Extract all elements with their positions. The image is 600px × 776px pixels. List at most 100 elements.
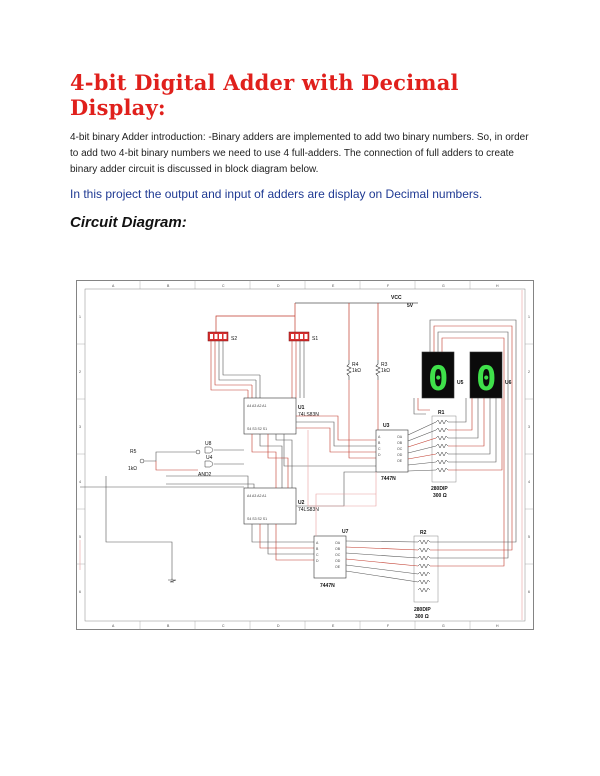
adder-wires bbox=[80, 380, 379, 578]
border-col-e: E bbox=[332, 284, 335, 288]
resistor-r4-value: 1kΩ bbox=[352, 368, 361, 374]
adder-u2-part: 74LS83N bbox=[298, 507, 319, 513]
digit-right: 0 bbox=[476, 359, 496, 399]
resistor-r3: R3 1kΩ bbox=[375, 360, 390, 380]
resistor-network-r2: R2 280DIP 300 Ω bbox=[413, 530, 439, 620]
display-u5-label: U5 bbox=[457, 380, 464, 386]
border-col-h: H bbox=[496, 284, 499, 288]
input-resistor-value: 1kΩ bbox=[128, 466, 137, 472]
circuit-diagram: A B C D E F G H A B C D E F G H 1 2 3 4 … bbox=[76, 280, 534, 630]
border-col-g-bottom: G bbox=[442, 624, 445, 628]
border-col-h-bottom: H bbox=[496, 624, 499, 628]
svg-text:OD: OD bbox=[335, 559, 341, 563]
gate-u4-label: U4 bbox=[206, 455, 213, 461]
gate-section: R5 1kΩ U8 AND2 U4 bbox=[128, 441, 244, 583]
svg-text:C: C bbox=[378, 447, 381, 451]
network-r1-value: 300 Ω bbox=[433, 493, 447, 499]
dip-switch-s1: S1 bbox=[288, 331, 318, 342]
border-col-d: D bbox=[277, 284, 280, 288]
svg-text:A: A bbox=[378, 435, 381, 439]
svg-text:S4 S3 S2 S1: S4 S3 S2 S1 bbox=[247, 517, 267, 521]
network-r1-type: 280DIP bbox=[431, 486, 448, 492]
svg-text:D: D bbox=[378, 453, 381, 457]
border-row-6-right: 6 bbox=[528, 590, 530, 594]
svg-text:OD: OD bbox=[397, 453, 403, 457]
svg-text:OA: OA bbox=[397, 435, 403, 439]
border-row-1-right: 1 bbox=[528, 315, 530, 319]
border-col-a-bottom: A bbox=[112, 624, 115, 628]
border-col-d-bottom: D bbox=[277, 624, 280, 628]
border-row-6: 6 bbox=[79, 590, 81, 594]
border-col-b-bottom: B bbox=[167, 624, 170, 628]
display-u6-label: U6 bbox=[505, 380, 512, 386]
seven-segment-u5: 0 U5 bbox=[421, 351, 464, 399]
resistor-r4: R4 1kΩ bbox=[346, 360, 361, 380]
border-col-g: G bbox=[442, 284, 445, 288]
seven-segment-u6: 0 U6 bbox=[469, 351, 512, 399]
adder-u2-label: U2 bbox=[298, 500, 305, 506]
gate-u8-label: U8 bbox=[205, 441, 212, 447]
decoder-u7-label: U7 bbox=[342, 529, 349, 535]
border-col-f: F bbox=[387, 284, 389, 288]
border-col-c: C bbox=[222, 284, 225, 288]
network-r1-label: R1 bbox=[438, 410, 445, 416]
adder-u1-part: 74LS83N bbox=[298, 412, 319, 418]
border-row-2: 2 bbox=[79, 370, 81, 374]
border-row-labels: 1 2 3 4 5 6 1 2 3 4 5 6 bbox=[79, 315, 530, 594]
and-gate-u8 bbox=[204, 446, 214, 454]
border-col-b: B bbox=[167, 284, 170, 288]
gate-u9-part: AND2 bbox=[198, 472, 212, 478]
border-row-3-right: 3 bbox=[528, 425, 530, 429]
border-row-4: 4 bbox=[79, 480, 81, 484]
digit-left: 0 bbox=[428, 359, 448, 399]
resistor-r4-label: R4 bbox=[352, 362, 359, 368]
adder-u2: A4 A3 A2 A1 S4 S3 S2 S1 U2 74LS83N bbox=[243, 487, 319, 525]
input-resistor-label: R5 bbox=[130, 449, 137, 455]
border-row-3: 3 bbox=[79, 425, 81, 429]
svg-text:OA: OA bbox=[335, 541, 341, 545]
decoder-u3-label: U3 bbox=[383, 423, 390, 429]
vcc-voltage-label: 5V bbox=[407, 303, 414, 309]
dip-switch-s2: S2 bbox=[207, 331, 237, 342]
document-title: 4-bit Digital Adder with Decimal Display… bbox=[70, 70, 459, 120]
border-col-f-bottom: F bbox=[387, 624, 389, 628]
network-r2-value: 300 Ω bbox=[415, 614, 429, 620]
border-row-4-right: 4 bbox=[528, 480, 530, 484]
border-col-c-bottom: C bbox=[222, 624, 225, 628]
svg-text:A: A bbox=[316, 541, 319, 545]
svg-text:OB: OB bbox=[397, 441, 403, 445]
decoder-u7-part: 7447N bbox=[320, 583, 335, 589]
svg-text:A4 A3 A2 A1: A4 A3 A2 A1 bbox=[247, 404, 267, 408]
svg-text:OE: OE bbox=[397, 459, 403, 463]
svg-text:B: B bbox=[378, 441, 381, 445]
svg-text:OB: OB bbox=[335, 547, 341, 551]
svg-text:OC: OC bbox=[397, 447, 403, 451]
svg-text:OE: OE bbox=[335, 565, 341, 569]
border-column-labels: A B C D E F G H A B C D E F G H bbox=[112, 284, 499, 628]
border-row-2-right: 2 bbox=[528, 370, 530, 374]
switch-s2-label: S2 bbox=[231, 336, 237, 342]
network-r2-type: 280DIP bbox=[414, 607, 431, 613]
resistor-r3-value: 1kΩ bbox=[381, 368, 390, 374]
svg-text:B: B bbox=[316, 547, 319, 551]
section-heading: Circuit Diagram: bbox=[70, 214, 187, 231]
decoder-u3-part: 7447N bbox=[381, 476, 396, 482]
svg-text:D: D bbox=[316, 559, 319, 563]
border-col-e-bottom: E bbox=[332, 624, 335, 628]
project-description: In this project the output and input of … bbox=[70, 187, 483, 201]
border-row-5-right: 5 bbox=[528, 535, 530, 539]
resistor-r3-label: R3 bbox=[381, 362, 388, 368]
ground-symbol bbox=[168, 578, 177, 583]
svg-text:A4 A3 A2 A1: A4 A3 A2 A1 bbox=[247, 494, 267, 498]
svg-text:C: C bbox=[316, 553, 319, 557]
svg-text:S4 S3 S2 S1: S4 S3 S2 S1 bbox=[247, 427, 267, 431]
border-ticks bbox=[76, 280, 534, 630]
vcc-label: VCC bbox=[391, 295, 402, 301]
border-row-1: 1 bbox=[79, 315, 81, 319]
input-wires bbox=[210, 341, 305, 398]
circuit-schematic: A B C D E F G H A B C D E F G H 1 2 3 4 … bbox=[76, 280, 534, 630]
network-r2-label: R2 bbox=[420, 530, 427, 536]
and-gate-u9 bbox=[204, 460, 214, 468]
